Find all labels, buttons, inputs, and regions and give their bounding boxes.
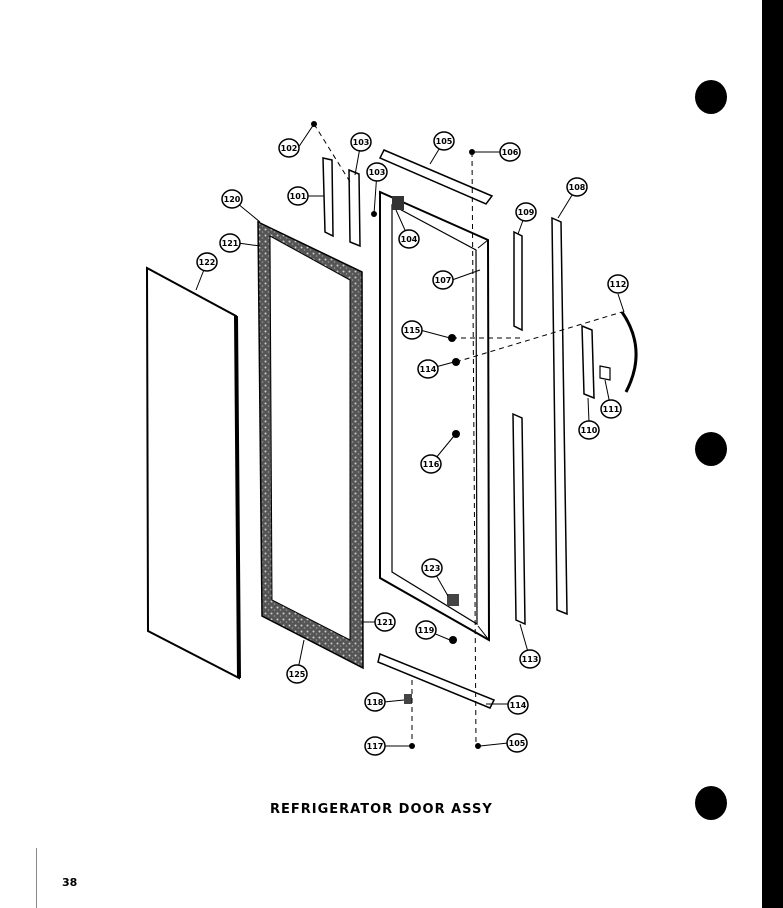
- svg-text:113: 113: [522, 655, 539, 664]
- svg-text:103: 103: [353, 138, 370, 147]
- callout-114-bottom: 114: [507, 695, 529, 715]
- svg-text:122: 122: [199, 258, 216, 267]
- svg-text:116: 116: [423, 460, 440, 469]
- callout-103-mid: 103: [366, 162, 388, 182]
- callout-101: 101: [287, 186, 309, 206]
- callout-107: 107: [432, 270, 454, 290]
- binder-hole-top: [695, 80, 727, 114]
- svg-text:102: 102: [281, 144, 298, 153]
- svg-text:125: 125: [289, 670, 306, 679]
- callout-120: 120: [221, 189, 243, 209]
- svg-text:109: 109: [518, 208, 535, 217]
- svg-text:106: 106: [502, 148, 519, 157]
- binder-hole-middle: [695, 432, 727, 466]
- svg-text:104: 104: [401, 235, 418, 244]
- svg-text:123: 123: [424, 564, 441, 573]
- callout-122: 122: [196, 252, 218, 272]
- callout-109: 109: [515, 202, 537, 222]
- callout-104: 104: [398, 229, 420, 249]
- svg-text:105: 105: [509, 739, 526, 748]
- callout-117: 117: [364, 736, 386, 756]
- callout-102: 102: [278, 138, 300, 158]
- svg-text:107: 107: [435, 276, 452, 285]
- binder-hole-bottom: [695, 786, 727, 820]
- margin-line: [36, 848, 37, 908]
- inner-door-panel: [145, 266, 241, 680]
- callout-118: 118: [364, 692, 386, 712]
- callout-110: 110: [578, 420, 600, 440]
- alignment-lines: [313, 123, 623, 747]
- hinge-brackets: [322, 157, 361, 248]
- door-gasket: [257, 220, 364, 670]
- page-edge-bar: [762, 0, 783, 908]
- svg-text:101: 101: [290, 192, 307, 201]
- svg-text:115: 115: [404, 326, 421, 335]
- callout-103-top: 103: [350, 132, 372, 152]
- door-handle: [581, 311, 638, 400]
- callout-bubbles: 102 103 101 103 105 106 120 121 122 104 …: [196, 131, 629, 756]
- callout-106: 106: [499, 142, 521, 162]
- callout-105-top: 105: [433, 131, 455, 151]
- top-channel: [378, 149, 494, 205]
- callout-112: 112: [607, 274, 629, 294]
- svg-text:108: 108: [569, 183, 586, 192]
- callout-111: 111: [600, 399, 622, 419]
- svg-text:121: 121: [222, 239, 239, 248]
- svg-text:103: 103: [369, 168, 386, 177]
- door-frame: [379, 190, 491, 642]
- side-strips: [512, 216, 568, 626]
- callout-123: 123: [421, 558, 443, 578]
- svg-text:118: 118: [367, 698, 384, 707]
- callout-115-top: 115: [401, 320, 423, 340]
- callout-105-bottom: 105: [506, 733, 528, 753]
- svg-text:117: 117: [367, 742, 384, 751]
- callout-116: 116: [420, 454, 442, 474]
- page-number: 38: [62, 876, 78, 889]
- svg-text:120: 120: [224, 195, 241, 204]
- diagram-title: REFRIGERATOR DOOR ASSY: [270, 802, 493, 817]
- callout-114-mid: 114: [417, 359, 439, 379]
- callout-121-bottom: 121: [374, 612, 396, 632]
- callout-121-top: 121: [219, 233, 241, 253]
- svg-text:114: 114: [420, 365, 437, 374]
- callout-113: 113: [519, 649, 541, 669]
- bottom-channel: [377, 652, 496, 709]
- svg-text:105: 105: [436, 137, 453, 146]
- fasteners: [311, 121, 481, 749]
- svg-text:112: 112: [610, 280, 627, 289]
- svg-text:110: 110: [581, 426, 598, 435]
- svg-text:114: 114: [510, 701, 527, 710]
- callout-119: 119: [415, 620, 437, 640]
- callout-108: 108: [566, 177, 588, 197]
- callout-125: 125: [286, 664, 308, 684]
- svg-text:119: 119: [418, 626, 435, 635]
- svg-text:121: 121: [377, 618, 394, 627]
- svg-text:111: 111: [603, 405, 620, 414]
